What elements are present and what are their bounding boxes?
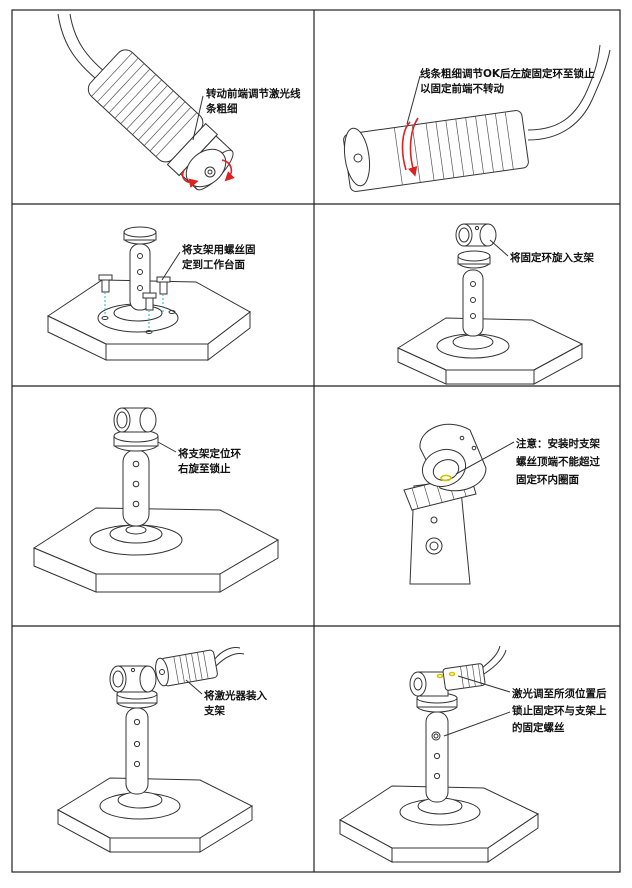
panel-8-label-line-3: 的固定螺丝 — [512, 721, 565, 734]
panel-1-label-line-1: 转动前端调节激光线 — [206, 87, 301, 100]
panel-1-illustration — [57, 13, 235, 191]
panel-4-illustration — [396, 223, 584, 385]
panel-8-label: 激光调至所须位置后 锁止固定环与支架上 的固定螺丝 — [512, 687, 610, 734]
panel-7-label-line-1: 将激光器装入 — [204, 689, 267, 702]
panel-6-label-line-3: 固定环内圈面 — [516, 473, 579, 486]
panel-4-label-line-1: 将固定环旋入支架 — [510, 251, 594, 264]
panel-6-label: 注意：安装时支架 螺丝顶端不能超过 固定环内圈面 — [516, 437, 604, 486]
panel-8-label-line-2: 锁止固定环与支架上 — [512, 704, 607, 717]
panel-5-label-line-2: 右旋至锁止 — [177, 462, 231, 475]
panel-2-label-line-2: 以固定前端不转动 — [420, 82, 504, 95]
panel-1-label: 转动前端调节激光线 条粗细 — [205, 87, 304, 115]
panel-6-illustration — [403, 423, 515, 585]
grid-frame — [11, 9, 621, 873]
panel-3-label-line-2: 定到工作台面 — [181, 258, 245, 271]
panel-8-illustration — [339, 645, 539, 863]
panel-2-illustration — [343, 44, 611, 192]
panel-5-label: 将支架定位环 右旋至锁止 — [177, 447, 245, 475]
panel-8-label-line-1: 激光调至所须位置后 — [512, 687, 607, 700]
panel-3-illustration — [46, 226, 251, 362]
panel-7-illustration — [56, 647, 254, 853]
panel-7-label: 将激光器装入 支架 — [203, 689, 271, 717]
panel-2-label: 线条粗细调节OK后左旋固定环至锁止 以固定前端不转动 — [420, 67, 598, 95]
panel-3-label: 将支架用螺丝固 定到工作台面 — [181, 243, 259, 271]
panel-2-label-line-1: 线条粗细调节OK后左旋固定环至锁止 — [420, 67, 595, 80]
panel-6-label-line-1: 注意：安装时支架 — [516, 437, 600, 450]
panel-4-label: 将固定环旋入支架 — [510, 251, 594, 264]
panel-3-label-line-1: 将支架用螺丝固 — [182, 243, 256, 256]
panel-7-label-line-2: 支架 — [203, 704, 225, 717]
panel-1-label-line-2: 条粗细 — [205, 102, 238, 115]
panel-5-label-line-1: 将支架定位环 — [178, 447, 241, 460]
panel-5-illustration — [32, 407, 280, 593]
panel-6-label-line-2: 螺丝顶端不能超过 — [516, 455, 600, 468]
